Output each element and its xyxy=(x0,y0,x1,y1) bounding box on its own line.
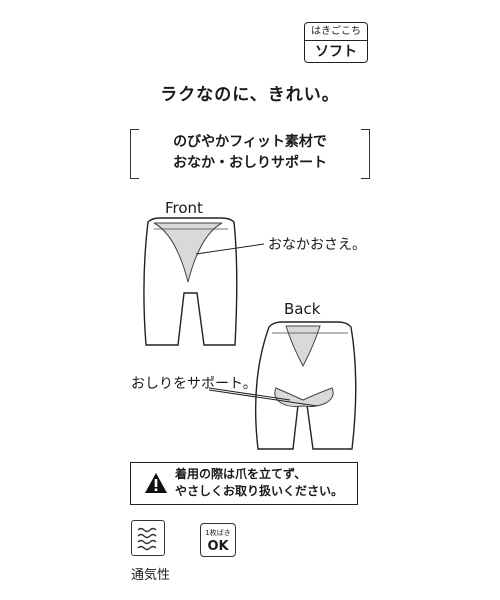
back-label: Back xyxy=(284,300,321,318)
front-label: Front xyxy=(165,199,203,217)
single-wear-text: 1枚ばき xyxy=(205,529,231,537)
comfort-badge-header: はきごこち xyxy=(305,23,367,41)
airflow-icon xyxy=(131,520,165,556)
feature-line-1: のびやかフィット素材で xyxy=(173,134,327,150)
caution-notice: 着用の際は爪を立てず、 やさしくお取り扱いください。 xyxy=(130,462,358,505)
warning-triangle-icon xyxy=(145,473,167,493)
comfort-badge-value: ソフト xyxy=(315,44,357,60)
caution-text: 着用の際は爪を立てず、 やさしくお取り扱いください。 xyxy=(175,466,343,500)
front-garment xyxy=(143,217,238,346)
tummy-callout: おなかおさえ。 xyxy=(268,237,366,253)
headline: ラクなのに、きれい。 xyxy=(160,85,340,105)
back-garment xyxy=(254,321,357,450)
hip-callout: おしりをサポート。 xyxy=(131,376,257,392)
hip-leader-line-2 xyxy=(208,389,318,407)
caution-line-1: 着用の際は爪を立てず、 xyxy=(175,467,307,481)
caution-line-2: やさしくお取り扱いください。 xyxy=(175,484,344,498)
breathability-label: 通気性 xyxy=(131,568,171,583)
tummy-leader-line xyxy=(195,243,265,255)
single-wear-badge: 1枚ばき OK xyxy=(200,523,236,557)
right-bracket xyxy=(361,129,370,179)
feature-box: のびやかフィット素材で おなか・おしりサポート xyxy=(126,125,374,181)
tummy-panel xyxy=(153,222,223,283)
feature-line-2: おなか・おしりサポート xyxy=(173,155,327,171)
hip-leader-line-1 xyxy=(208,387,291,401)
left-bracket xyxy=(130,129,139,179)
comfort-badge: はきごこち ソフト xyxy=(304,22,368,63)
feature-text: のびやかフィット素材で おなか・おしりサポート xyxy=(126,132,374,174)
ok-text: OK xyxy=(207,539,229,554)
